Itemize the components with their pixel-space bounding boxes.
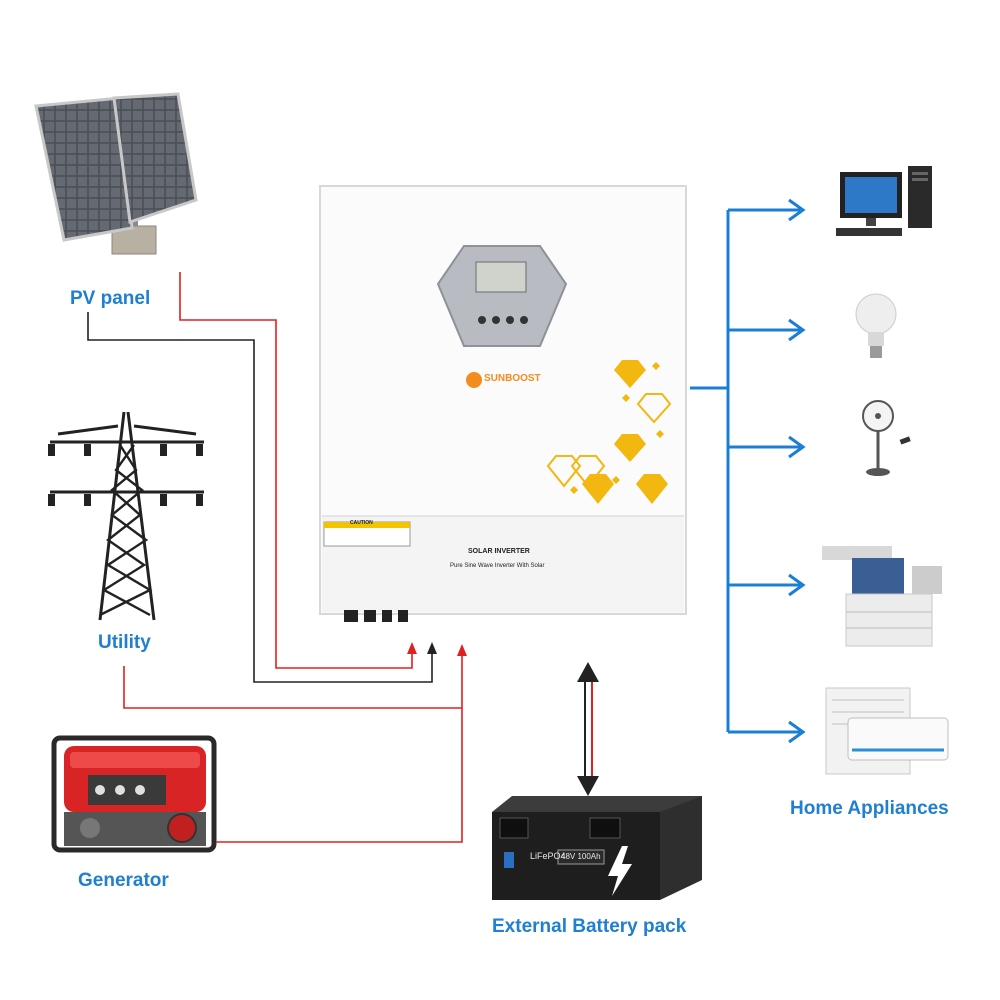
inverter-title: SOLAR INVERTER xyxy=(468,548,530,555)
pv-black-wire xyxy=(87,312,433,683)
stand-fan-icon xyxy=(862,400,911,476)
panel-button-1[interactable] xyxy=(478,316,486,324)
generator-red-wire xyxy=(216,708,463,843)
battery-power-switch[interactable] xyxy=(504,852,514,868)
inverter-subtitle: Pure Sine Wave Inverter With Solar xyxy=(450,563,545,569)
solar-inverter xyxy=(319,185,687,622)
utility-label: Utility xyxy=(98,632,151,653)
battery-chemistry: LiFePO4 xyxy=(530,851,566,861)
pv-panel-label: PV panel xyxy=(70,288,151,309)
pv-panel-image xyxy=(34,92,198,255)
lcd-screen xyxy=(475,261,527,293)
external-battery-pack xyxy=(492,796,702,900)
inverter-brand: SUNBOOST xyxy=(484,373,541,384)
wire-arrowheads xyxy=(407,642,467,656)
output-bus xyxy=(690,198,806,744)
panel-button-4[interactable] xyxy=(520,316,528,324)
desktop-computer-icon xyxy=(836,166,932,236)
lightning-icon xyxy=(608,846,632,896)
battery-link xyxy=(577,662,599,796)
diamond-decoration xyxy=(546,360,672,504)
battery-rating: 48V 100Ah xyxy=(561,852,601,861)
printer-copier-icon xyxy=(822,546,942,647)
panel-button-3[interactable] xyxy=(506,316,514,324)
utility-tower-image xyxy=(48,411,204,621)
generator-label: Generator xyxy=(78,870,169,891)
pv-red-wire xyxy=(179,272,413,669)
air-conditioner-icon xyxy=(825,687,949,775)
light-bulb-icon xyxy=(855,293,897,358)
battery-label: External Battery pack xyxy=(492,916,687,937)
inverter-ports xyxy=(344,610,408,622)
sunboost-logo-icon xyxy=(466,372,482,388)
utility-red-wire xyxy=(123,654,463,709)
control-panel xyxy=(436,245,568,347)
home-appliances-label: Home Appliances xyxy=(790,798,949,819)
generator-image xyxy=(51,735,217,853)
caution-text: CAUTION xyxy=(350,520,373,526)
panel-button-2[interactable] xyxy=(492,316,500,324)
